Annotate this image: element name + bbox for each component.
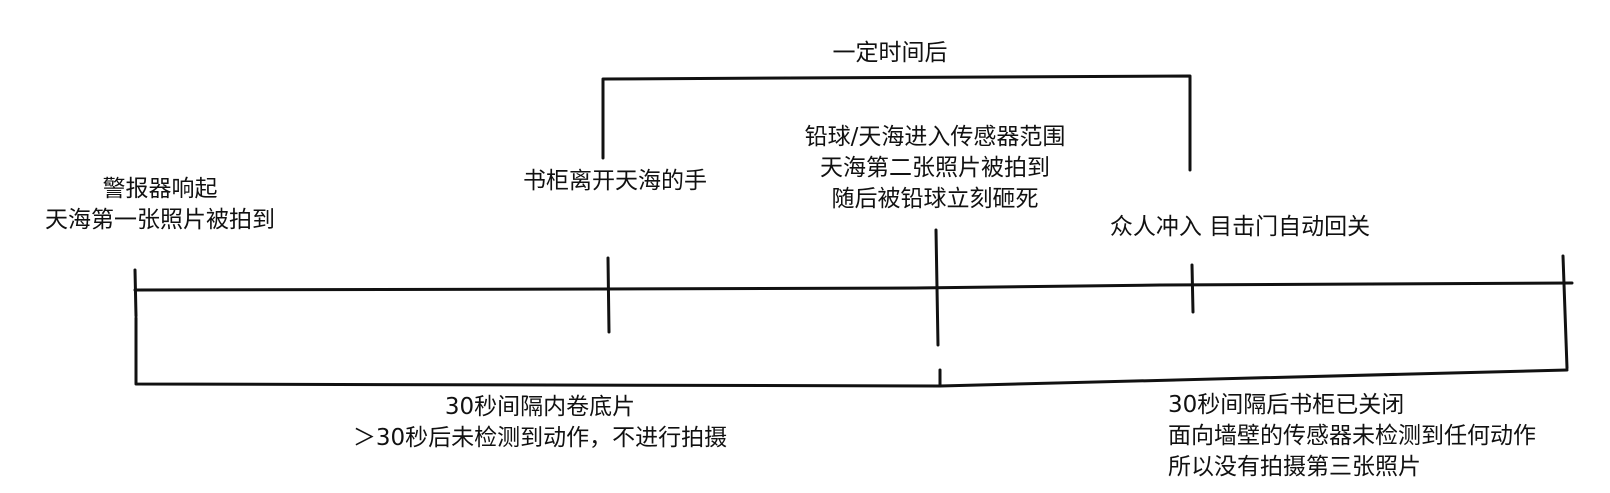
interval-first-line-1: 30秒间隔内卷底片: [444, 394, 636, 420]
event-alarm-line-2: 天海第一张照片被拍到: [45, 207, 275, 233]
bottom-bracket-first: [134, 316, 942, 388]
event-label-bookcase-leaves: 书柜离开天海的手: [490, 166, 740, 197]
timeline-axis: [133, 281, 1574, 292]
event-alarm-line-1: 警报器响起: [102, 176, 218, 202]
event-ball-line-3: 随后被铅球立刻砸死: [831, 186, 1039, 212]
interval-label-second: 30秒间隔后书柜已关闭 面向墙壁的传感器未检测到任何动作 所以没有拍摄第三张照片: [1168, 390, 1598, 483]
interval-label-first: 30秒间隔内卷底片 ＞30秒后未检测到动作，不进行拍摄: [320, 392, 760, 454]
event-ball-line-1: 铅球/天海进入传感器范围: [804, 124, 1066, 150]
event-crowd-line-1: 众人冲入 目击门自动回关: [1109, 214, 1371, 240]
bottom-bracket-second: [938, 368, 1569, 388]
interval-second-line-2: 面向墙壁的传感器未检测到任何动作: [1168, 423, 1536, 449]
interval-second-line-3: 所以没有拍摄第三张照片: [1168, 454, 1421, 480]
top-bracket-text: 一定时间后: [832, 40, 948, 66]
tick-bookcase-leaves: [606, 256, 611, 334]
interval-first-line-2: ＞30秒后未检测到动作，不进行拍摄: [352, 425, 728, 451]
tick-crowd-enters: [1190, 263, 1195, 314]
event-label-alarm: 警报器响起 天海第一张照片被拍到: [0, 174, 320, 236]
top-bracket: [601, 74, 1192, 172]
tick-end: [1561, 254, 1569, 370]
event-bookcase-line-1: 书柜离开天海的手: [523, 168, 707, 194]
tick-alarm: [133, 268, 138, 318]
tick-ball-enters: [934, 228, 940, 347]
event-label-ball-enters: 铅球/天海进入传感器范围 天海第二张照片被拍到 随后被铅球立刻砸死: [750, 122, 1120, 215]
top-bracket-label: 一定时间后: [780, 38, 1000, 69]
interval-second-line-1: 30秒间隔后书柜已关闭: [1168, 392, 1405, 418]
event-label-crowd-enters: 众人冲入 目击门自动回关: [1080, 212, 1400, 243]
event-ball-line-2: 天海第二张照片被拍到: [820, 155, 1050, 181]
